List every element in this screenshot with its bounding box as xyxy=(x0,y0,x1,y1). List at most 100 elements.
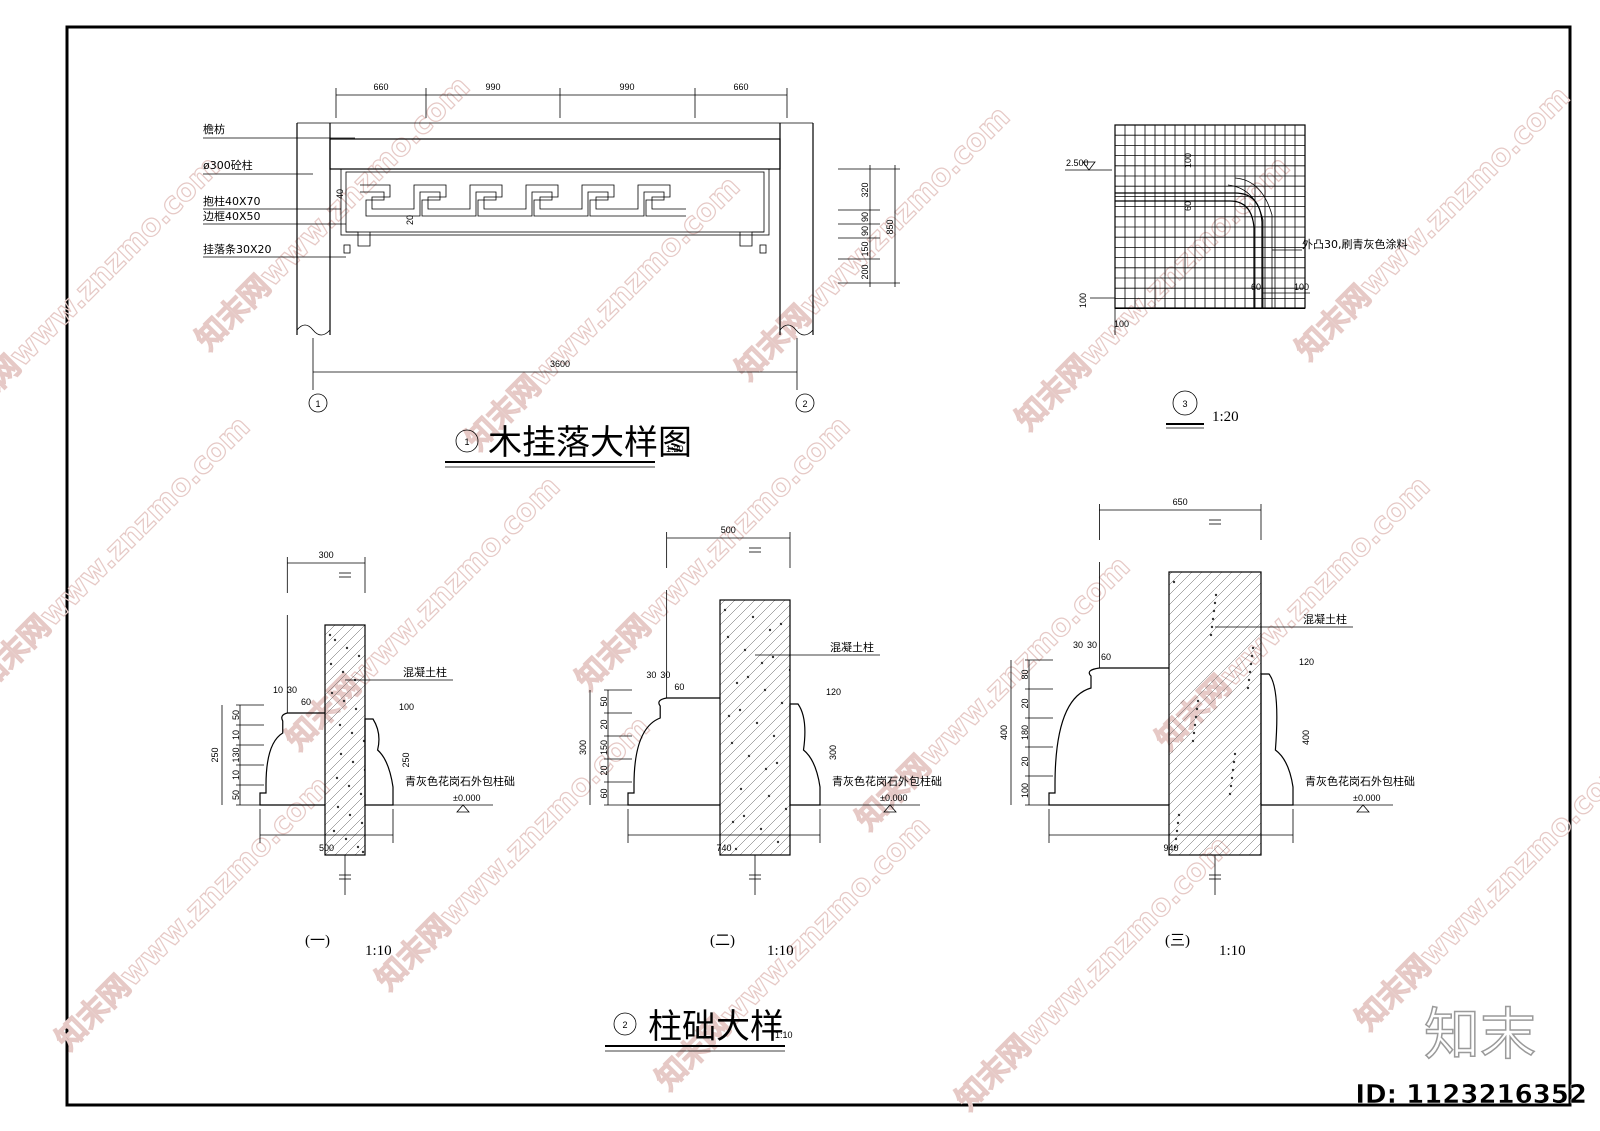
label-post-40x70: 抱柱40X70 xyxy=(203,194,261,208)
dim-left-step: 150 xyxy=(599,740,609,755)
dim-right-height: 250 xyxy=(401,752,411,767)
dim-990-a: 990 xyxy=(485,82,500,92)
dim-left-total: 300 xyxy=(578,740,588,755)
label-granite-base: 青灰色花岗石外包柱础 xyxy=(1305,774,1415,788)
title-2-scale: 1:10 xyxy=(775,1030,793,1040)
watermark-text: 知末网www.znzmo.com xyxy=(949,829,1237,1117)
dim3-100-foot: 100 xyxy=(1114,319,1129,329)
section-name: (二) xyxy=(710,933,735,949)
dim-left-step: 20 xyxy=(1020,698,1030,708)
dim-660-right: 660 xyxy=(733,82,748,92)
watermark-layer: 知末网www.znzmo.com知末网www.znzmo.com知末网www.z… xyxy=(0,69,1600,1118)
watermark-text: 知末网www.znzmo.com xyxy=(0,409,257,697)
label-fascia-strip: 挂落条30X20 xyxy=(203,242,272,256)
label-eave-beam: 檐枋 xyxy=(203,122,225,136)
dim-bottom-width: 940 xyxy=(1163,843,1178,853)
dim-3600: 3600 xyxy=(550,359,570,369)
dim-top-width: 500 xyxy=(721,525,736,535)
dim-small: 30 xyxy=(1073,640,1083,650)
watermark-text: 知末网www.znzmo.com xyxy=(1289,79,1577,367)
dim-left-step: 20 xyxy=(599,719,609,729)
title-1-number: 1 xyxy=(464,437,469,447)
dim-bottom-width: 500 xyxy=(319,843,334,853)
dim-left-total: 400 xyxy=(999,725,1009,740)
level-mark: ±0.000 xyxy=(880,793,907,803)
dim-right-height: 400 xyxy=(1301,730,1311,745)
watermark-text: 知末网www.znzmo.com xyxy=(729,99,1017,387)
dim-850: 850 xyxy=(885,219,895,234)
dim-left-step: 50 xyxy=(231,710,241,720)
dim-90-a: 90 xyxy=(860,212,870,222)
dim-150: 150 xyxy=(860,241,870,256)
watermark-text: 知末网www.znzmo.com xyxy=(279,469,567,757)
section-scale: 1:10 xyxy=(365,943,392,959)
watermark-text: 知末网www.znzmo.com xyxy=(1349,749,1600,1037)
section-name: (一) xyxy=(305,933,330,949)
label-concrete-column: 混凝土柱 xyxy=(403,665,447,679)
level-mark: ±0.000 xyxy=(453,793,480,803)
logo-watermark: 知末 xyxy=(1424,1003,1536,1068)
dim-small: 30 xyxy=(1087,640,1097,650)
dim-right-projection: 100 xyxy=(399,702,414,712)
section-scale: 1:10 xyxy=(767,943,794,959)
level-mark: ±0.000 xyxy=(1353,793,1380,803)
dim-small: 30 xyxy=(646,670,656,680)
detail-2-title: 2 柱础大样 1:10 xyxy=(605,1007,793,1052)
dim-40: 40 xyxy=(335,189,345,199)
detail-3-scale: 1:20 xyxy=(1212,409,1239,425)
dim-right-height: 300 xyxy=(828,745,838,760)
dim-right-projection: 120 xyxy=(826,687,841,697)
label-granite-base: 青灰色花岗石外包柱础 xyxy=(832,774,942,788)
detail-3-grid: 2.500 100 60 60 100 外凸30,刷青灰色涂料 100 100 … xyxy=(1065,124,1408,429)
dim-320: 320 xyxy=(860,182,870,197)
dim-left-step: 50 xyxy=(599,696,609,706)
dim-small: 10 xyxy=(273,685,283,695)
dim-small: 30 xyxy=(287,685,297,695)
title-1-scale: 1:20 xyxy=(666,444,684,454)
dim-top-width: 650 xyxy=(1173,497,1188,507)
drawing-frame xyxy=(65,25,1572,1107)
dim-left-step: 10 xyxy=(231,770,241,780)
dim-small: 30 xyxy=(660,670,670,680)
dim3-100-right: 100 xyxy=(1294,282,1309,292)
dim-20: 20 xyxy=(405,215,415,225)
dim-top-width: 300 xyxy=(319,550,334,560)
watermark-text: 知末网www.znzmo.com xyxy=(49,769,337,1057)
watermark-text: 知末网www.znzmo.com xyxy=(459,169,747,457)
dim-660-left: 660 xyxy=(373,82,388,92)
dim-left-step: 10 xyxy=(231,730,241,740)
label-concrete-column: ø300砼柱 xyxy=(203,158,253,172)
watermark-text: 知末网www.znzmo.com xyxy=(0,149,227,437)
dim-small: 60 xyxy=(1101,652,1111,662)
id-label: ID: 1123216352 xyxy=(1355,1080,1587,1110)
dim-990-b: 990 xyxy=(619,82,634,92)
section-scale: 1:10 xyxy=(1219,943,1246,959)
detail-3-number: 3 xyxy=(1182,399,1187,409)
label-frame-40x50: 边框40X50 xyxy=(203,210,261,223)
dim3-60-left: 60 xyxy=(1183,201,1193,211)
dim-left-step: 20 xyxy=(1020,756,1030,766)
title-2-number: 2 xyxy=(622,1020,627,1030)
dim-90-b: 90 xyxy=(860,226,870,236)
label-concrete-column: 混凝土柱 xyxy=(1303,612,1347,626)
dim-bottom-width: 740 xyxy=(716,843,731,853)
dim-left-step: 20 xyxy=(599,765,609,775)
section-2: ±0.000混凝土柱青灰色花岗石外包柱础12030050074050201502… xyxy=(578,525,942,959)
label-granite-base: 青灰色花岗石外包柱础 xyxy=(405,774,515,788)
dim-left-step: 80 xyxy=(1020,669,1030,679)
dim-left-total: 250 xyxy=(210,747,220,762)
dim-left-step: 60 xyxy=(599,788,609,798)
section-name: (三) xyxy=(1165,933,1190,949)
title-2: 柱础大样 xyxy=(648,1007,784,1047)
dim-left-step: 100 xyxy=(1020,783,1030,798)
note-protrusion: 外凸30,刷青灰色涂料 xyxy=(1302,237,1408,251)
dim-right-projection: 120 xyxy=(1299,657,1314,667)
dim3-60: 60 xyxy=(1251,282,1261,292)
watermark-text: 知末网www.znzmo.com xyxy=(369,709,657,997)
dim-left-step: 180 xyxy=(1020,725,1030,740)
axis-1: 1 xyxy=(315,399,320,409)
dim3-100-bottom: 100 xyxy=(1078,293,1088,308)
dim3-100-top: 100 xyxy=(1183,153,1193,168)
axis-2: 2 xyxy=(802,399,807,409)
